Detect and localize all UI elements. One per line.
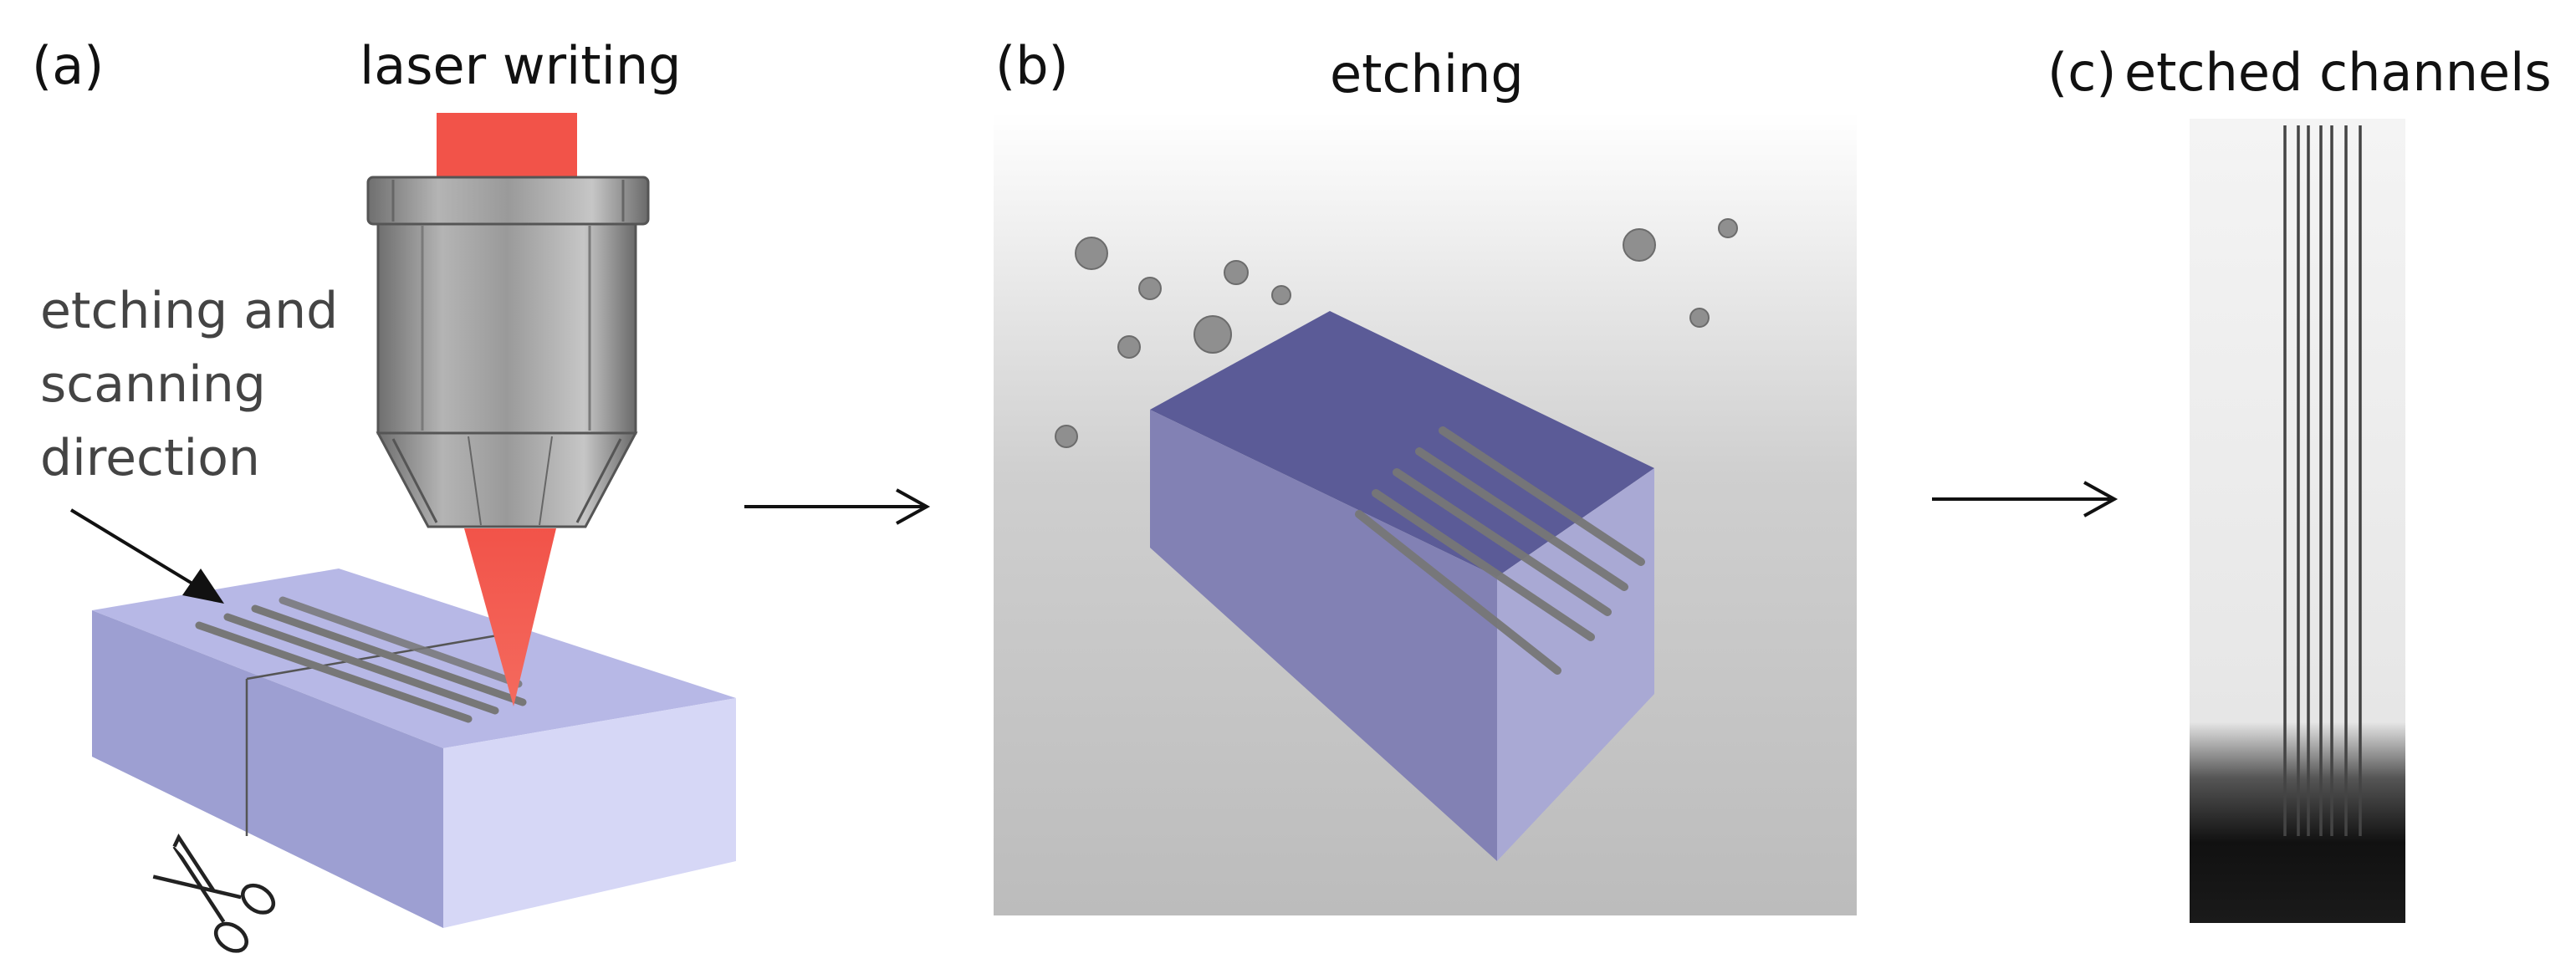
panel-a: (a) laser writing etching and scanning d… [32,35,736,953]
annotation-line-2: scanning [40,355,266,414]
channels-micrograph [2190,119,2405,923]
glass-block-front [92,610,443,928]
etched-glass-block [1150,311,1654,861]
microscope-objective [366,176,650,528]
panel-b-letter: (b) [995,35,1069,96]
laser-source-beam [437,113,577,180]
panel-b-title: etching [1330,43,1524,105]
panel-c: (c) etched channels [2047,42,2552,923]
glass-block-top [92,569,736,748]
focused-laser-beam [464,528,556,706]
cut-line [246,634,498,681]
panel-c-letter: (c) [2047,42,2116,103]
etched-channels [1355,426,1645,675]
panel-a-letter: (a) [32,35,104,96]
glass-block [92,569,736,928]
annotation-line-1: etching and [40,282,338,340]
panel-b: (b) etching [994,35,1857,915]
right-arrow-icon [744,488,931,525]
panel-c-title: etched channels [2124,42,2552,103]
panel-a-title: laser writing [360,35,681,96]
annotation-line-3: direction [40,429,260,487]
glass-block-side [443,698,736,928]
right-arrow-icon [1932,481,2119,518]
annotation-arrowhead [182,569,224,604]
scissors-icon [152,834,276,953]
etchant-bubbles [1055,218,1738,448]
written-channels [195,596,527,723]
